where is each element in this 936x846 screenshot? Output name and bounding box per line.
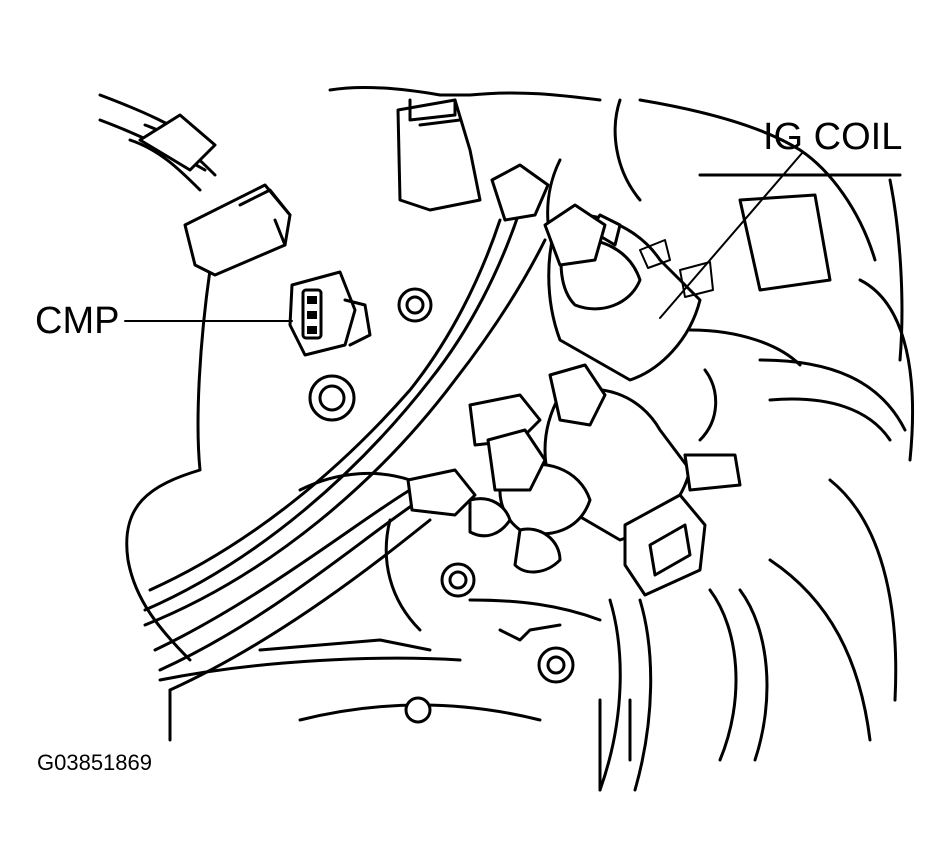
top-connector	[396, 98, 482, 212]
spark-plug-leads	[143, 208, 547, 692]
bolt-bottom	[404, 696, 432, 724]
bolt-lower-left	[440, 562, 476, 598]
cmp-label: CMP	[35, 300, 120, 342]
cmp-sensor-connector	[288, 270, 372, 357]
hoses	[498, 588, 769, 792]
bolt-cmp-lower	[308, 374, 356, 422]
ig-coil-label: IG COIL	[763, 116, 903, 158]
bolt-lower-center	[537, 646, 575, 684]
ignition-coil	[406, 163, 832, 597]
bolt-cmp-upper	[397, 287, 433, 323]
ig-coil-leader-line	[659, 151, 804, 319]
figure-id: G03851869	[37, 750, 152, 775]
cmp-wire-harness	[128, 113, 292, 277]
